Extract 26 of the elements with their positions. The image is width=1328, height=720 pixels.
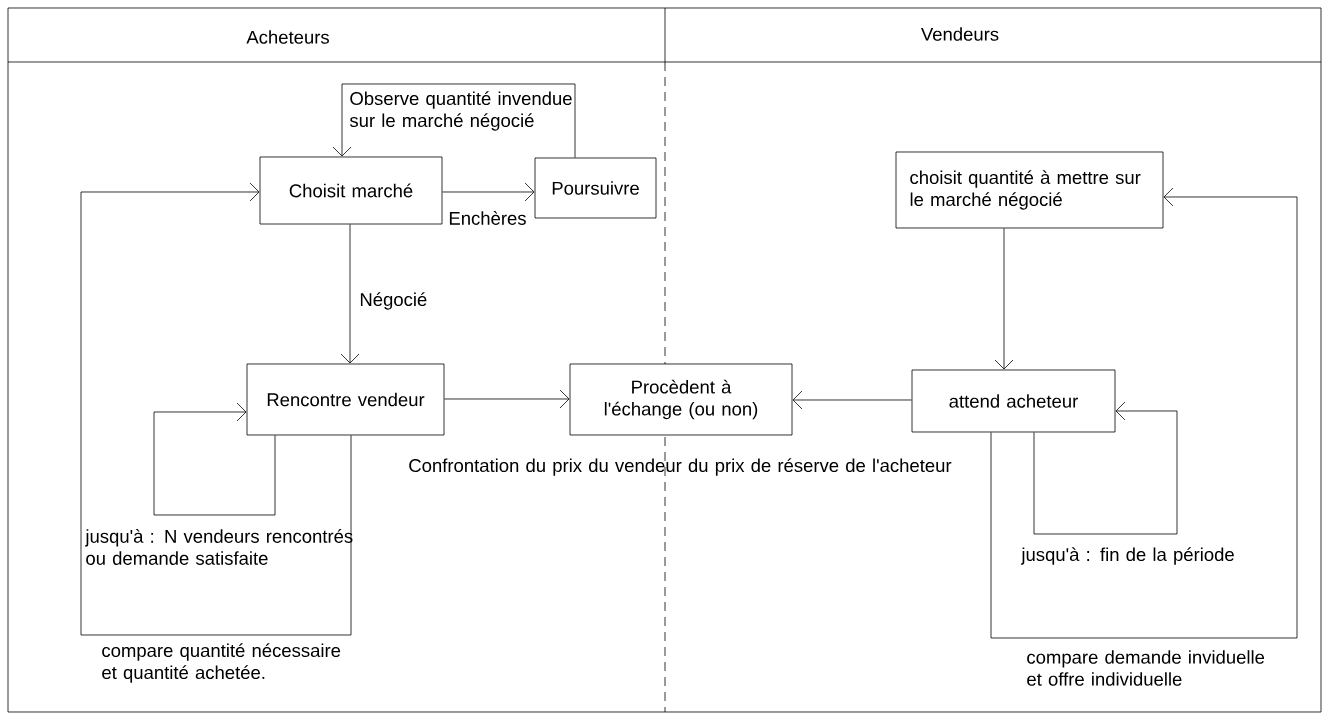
process-box: Poursuivre: [534, 157, 657, 219]
arrow: [444, 389, 570, 409]
arrow: [990, 187, 1298, 639]
note-text: Confrontation du prix du vendeur du prix de réserve de l'acheteur: [409, 458, 952, 476]
arrow: [153, 402, 276, 516]
arrow: [442, 182, 535, 202]
process-box: choisit quantité à mettre sur le marché négocié: [895, 151, 1164, 229]
process-box: attend acheteur: [911, 369, 1116, 433]
arrow: [792, 390, 912, 410]
arrow: [1033, 401, 1178, 535]
edge-label: Enchères: [449, 211, 526, 225]
column-header: Vendeurs: [921, 27, 999, 41]
edge-label: jusqu'à : fin de la période: [1020, 547, 1234, 565]
arrow: [332, 83, 576, 158]
arrow: [994, 228, 1014, 370]
arrow: [80, 182, 352, 636]
edge-label: Observe quantité invendue sur le marché négocié: [349, 91, 572, 131]
process-box: Procèdent à l'échange (ou non): [569, 363, 793, 436]
edge-label: Négocié: [360, 292, 427, 310]
edge-label: jusqu'à : N vendeurs rencontrés ou demande satisfaite: [84, 529, 353, 565]
process-box: Choisit marché: [259, 156, 443, 225]
edge-label: compare quantité nécessaire et quantité achetée.: [102, 643, 341, 683]
edge-label: compare demande inviduelle et offre individuelle: [1027, 650, 1265, 686]
arrow: [340, 224, 360, 364]
process-box: Rencontre vendeur: [246, 363, 445, 436]
column-header: Acheteurs: [246, 30, 329, 44]
